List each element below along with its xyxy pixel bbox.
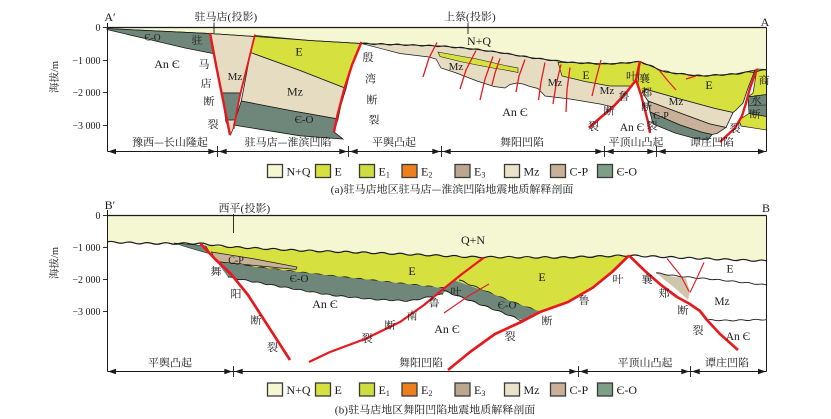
- svg-text:): ): [344, 405, 348, 417]
- svg-text:−2 000: −2 000: [72, 275, 100, 286]
- svg-text:): ): [254, 12, 258, 24]
- svg-text:E2: E2: [421, 165, 432, 180]
- svg-text:/: /: [50, 255, 61, 258]
- svg-text:−3 000: −3 000: [72, 121, 100, 132]
- svg-text:C-P: C-P: [653, 111, 669, 122]
- svg-text:Mz: Mz: [524, 383, 540, 397]
- svg-text:B: B: [762, 201, 770, 215]
- svg-text:): ): [340, 184, 344, 196]
- svg-text:E: E: [295, 45, 302, 59]
- svg-text:(: (: [466, 12, 470, 24]
- svg-text:C-P: C-P: [570, 165, 589, 179]
- svg-text:Q+N: Q+N: [461, 233, 485, 247]
- svg-text:−1 000: −1 000: [72, 56, 100, 67]
- svg-text:(: (: [331, 184, 335, 196]
- svg-text:(: (: [228, 12, 232, 24]
- svg-text:E3: E3: [474, 383, 485, 398]
- svg-text:N+Q: N+Q: [287, 383, 311, 397]
- svg-text:E: E: [335, 383, 342, 397]
- svg-text:Mz: Mz: [524, 165, 540, 179]
- svg-text:An Є: An Є: [502, 105, 528, 119]
- svg-text:Є-O: Є-O: [617, 165, 638, 179]
- svg-text:Mz: Mz: [714, 296, 729, 308]
- svg-text:0: 0: [96, 211, 101, 222]
- svg-text:a: a: [335, 184, 340, 196]
- svg-text:0: 0: [96, 23, 101, 34]
- svg-text:b: b: [339, 405, 345, 417]
- svg-text:Mz: Mz: [449, 61, 464, 73]
- svg-text:E: E: [408, 264, 415, 278]
- svg-text:N+Q: N+Q: [467, 34, 491, 48]
- svg-text:E3: E3: [474, 165, 485, 180]
- svg-text:E1: E1: [379, 165, 390, 180]
- svg-text:Є-O: Є-O: [295, 114, 314, 126]
- svg-text:An Є: An Є: [620, 122, 645, 134]
- svg-text:Mz: Mz: [600, 85, 615, 97]
- svg-text:An Є: An Є: [434, 322, 460, 336]
- svg-text:Є-O: Є-O: [290, 273, 309, 285]
- svg-text:−3 000: −3 000: [72, 307, 100, 318]
- svg-text:m: m: [50, 61, 61, 69]
- svg-text:A′: A′: [104, 10, 116, 24]
- svg-text:E: E: [335, 165, 342, 179]
- svg-text:(: (: [241, 203, 245, 215]
- svg-text:E2: E2: [421, 383, 432, 398]
- svg-text:): ): [492, 12, 496, 24]
- svg-text:/: /: [50, 69, 61, 72]
- svg-text:E: E: [726, 264, 733, 276]
- svg-text:E: E: [538, 270, 545, 284]
- svg-text:): ): [267, 203, 271, 215]
- svg-text:An Є: An Є: [312, 297, 338, 311]
- svg-text:C-P: C-P: [228, 256, 244, 267]
- svg-text:−1 000: −1 000: [72, 243, 100, 254]
- svg-text:Mz: Mz: [228, 71, 243, 83]
- svg-text:E: E: [582, 70, 589, 82]
- svg-text:Є-O: Є-O: [144, 34, 160, 44]
- svg-text:B′: B′: [105, 198, 116, 212]
- svg-text:−2 000: −2 000: [72, 88, 100, 99]
- svg-text:An Є: An Є: [154, 57, 180, 71]
- svg-text:(: (: [335, 405, 339, 417]
- svg-text:Є-O: Є-O: [617, 383, 638, 397]
- svg-text:Є-O: Є-O: [498, 300, 517, 312]
- svg-text:N+Q: N+Q: [287, 165, 311, 179]
- svg-text:Mz: Mz: [669, 96, 684, 108]
- svg-text:E: E: [705, 78, 712, 92]
- svg-text:E1: E1: [379, 383, 390, 398]
- svg-text:C-P: C-P: [570, 383, 589, 397]
- svg-text:A: A: [761, 15, 770, 29]
- svg-text:Mz: Mz: [287, 85, 303, 99]
- svg-text:An Є: An Є: [726, 331, 751, 343]
- svg-text:m: m: [50, 247, 61, 255]
- svg-text:Mz: Mz: [548, 77, 563, 89]
